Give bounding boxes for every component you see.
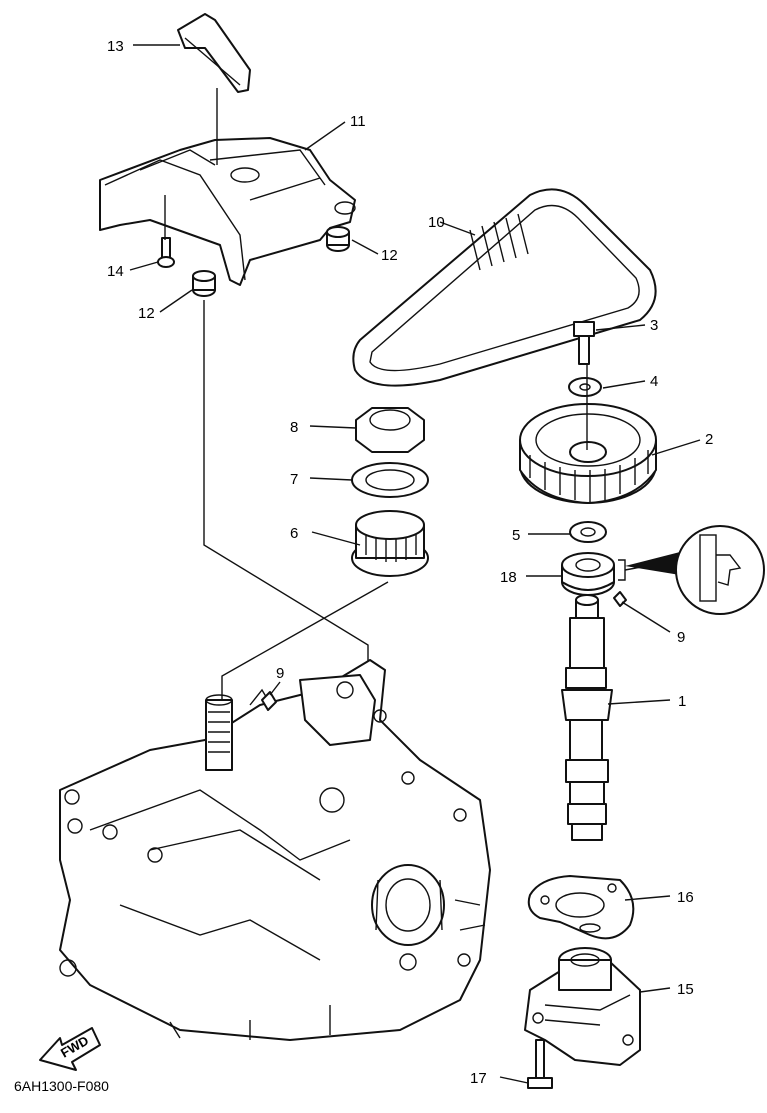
part-18-oil-seal [561, 552, 615, 596]
callout-2: 2 [705, 431, 713, 448]
part-17-bolt [527, 1039, 553, 1089]
seal-detail-inset [618, 525, 765, 615]
part-15-oil-pump [524, 947, 641, 1066]
part-8-nut [355, 407, 425, 453]
part-7-washer [351, 462, 429, 498]
crankcase-block [59, 659, 491, 1041]
part-11-cover [99, 137, 356, 286]
part-12-grommet-right [326, 226, 350, 252]
callout-6: 6 [290, 525, 298, 542]
callout-1: 1 [678, 693, 686, 710]
part-12-grommet-left [192, 270, 216, 297]
part-4-washer [568, 377, 602, 397]
callout-17: 17 [470, 1070, 487, 1087]
leader-lines [129, 44, 701, 1084]
callout-15: 15 [677, 981, 694, 998]
callout-9-right: 9 [677, 629, 685, 646]
callout-14: 14 [107, 263, 124, 280]
callout-8: 8 [290, 419, 298, 436]
callout-13: 13 [107, 38, 124, 55]
callout-12-right: 12 [381, 247, 398, 264]
diagram-code: 6AH1300-F080 [14, 1078, 109, 1094]
part-14-bolt [157, 237, 175, 268]
callout-12-left: 12 [138, 305, 155, 322]
callout-10: 10 [428, 214, 445, 231]
callout-numbers: 13 11 10 12 14 12 3 4 2 8 7 6 5 18 9 9 1… [107, 38, 713, 1087]
callout-9-left: 9 [276, 665, 284, 682]
callout-3: 3 [650, 317, 658, 334]
part-2-cam-gear [519, 403, 657, 504]
callout-11: 11 [350, 113, 366, 130]
part-5-washer [569, 521, 607, 543]
callout-4: 4 [650, 373, 658, 390]
fwd-arrow: FWD [39, 1027, 101, 1071]
part-1-camshaft [561, 594, 613, 841]
callout-16: 16 [677, 889, 694, 906]
callout-7: 7 [290, 471, 298, 488]
callout-18: 18 [500, 569, 517, 586]
part-16-gasket [527, 875, 635, 940]
part-10-timing-belt [352, 188, 657, 387]
part-3-bolt [573, 321, 595, 365]
callout-5: 5 [512, 527, 520, 544]
part-13-handle [177, 13, 251, 93]
part-6-drive-pulley [351, 510, 429, 577]
part-9-key-left [261, 691, 277, 711]
